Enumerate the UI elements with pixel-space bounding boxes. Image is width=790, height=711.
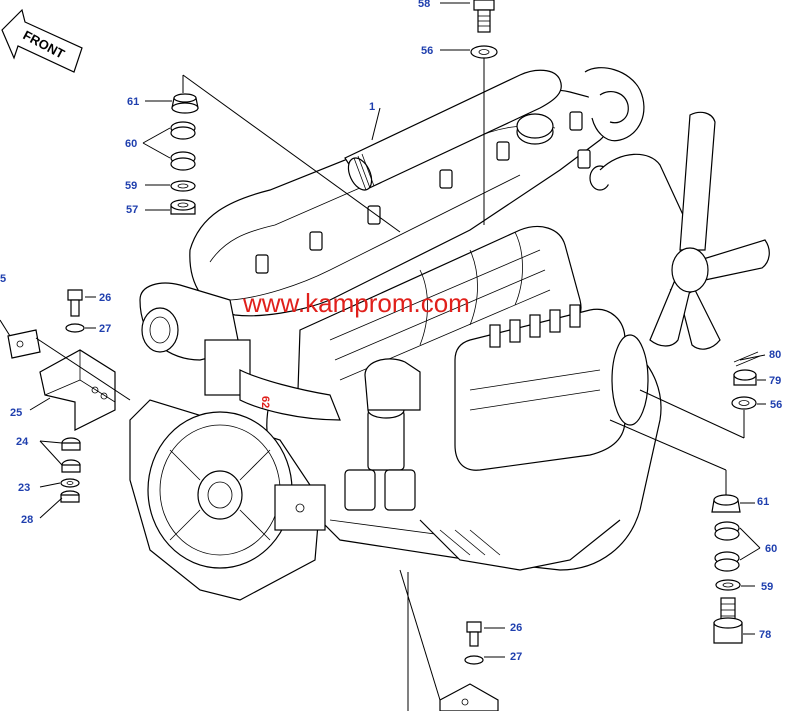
callout-59-left: 59	[125, 180, 137, 192]
callout-62: 62	[259, 396, 271, 408]
fan	[649, 111, 770, 350]
callout-59-right: 59	[761, 581, 773, 593]
watermark-text: www.kamprom.com	[242, 288, 470, 318]
mount-stack-top-left	[170, 93, 199, 215]
callout-27-left: 27	[99, 323, 111, 335]
callout-1: 1	[369, 101, 375, 113]
callout-25: 25	[10, 407, 22, 419]
callout-26-bottom: 26	[510, 622, 522, 634]
bottom-mount-group	[439, 621, 499, 711]
callout-60-left: 60	[125, 138, 137, 150]
callout-24: 24	[16, 436, 29, 448]
callout-56-right: 56	[770, 399, 782, 411]
callout-61-left: 61	[127, 96, 139, 108]
callout-61-right: 61	[757, 496, 769, 508]
callout-27-bottom: 27	[510, 651, 522, 663]
callout-78: 78	[759, 629, 771, 641]
callout-26-left: 26	[99, 292, 111, 304]
front-direction-arrow: FRONT	[1, 8, 83, 73]
engine-assembly	[129, 67, 770, 601]
right-mount-group	[711, 351, 761, 644]
left-mount-bracket	[7, 289, 116, 503]
washer-56-top	[470, 45, 498, 59]
callout-58: 58	[418, 0, 430, 10]
callout-56-top: 56	[421, 45, 433, 57]
callout-57: 57	[126, 204, 138, 216]
callout-80: 80	[769, 349, 781, 361]
callout-23: 23	[18, 482, 30, 494]
callout-79: 79	[769, 375, 781, 387]
callout-5: 5	[0, 273, 6, 285]
callout-60-right: 60	[765, 543, 777, 555]
callout-numbers: 58 56 1 61 60 59 57 5 26 27 25 24 23 28 …	[0, 0, 782, 663]
leader-lines	[0, 2, 766, 711]
callout-28: 28	[21, 514, 33, 526]
bolt-58	[473, 0, 495, 33]
